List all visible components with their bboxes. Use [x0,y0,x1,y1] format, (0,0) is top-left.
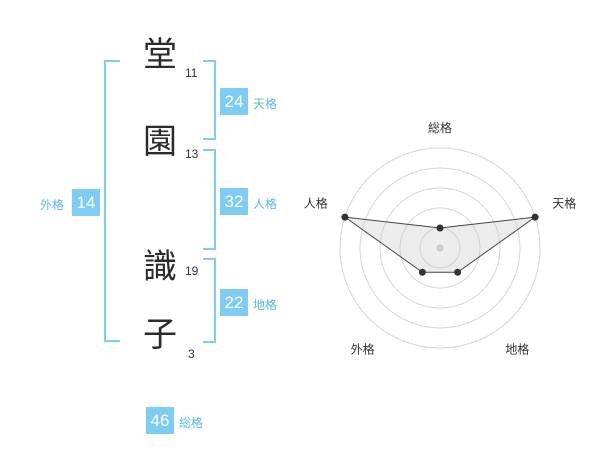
gaikaku-label: 外格 [40,198,65,212]
chikaku-bracket [203,258,216,343]
tenkaku-bracket [203,60,216,140]
name-char-2: 園 [143,122,177,162]
radar-center-dot [436,244,444,252]
tenkaku-badge: 24 [220,88,248,115]
gaikaku-bracket [104,60,120,342]
jinkaku-label: 人格 [253,197,278,211]
radar-axis-label: 地格 [505,341,529,356]
radar-axis-label: 人格 [304,196,328,211]
radar-grid-ring [399,207,481,289]
radar-grid-ring [379,187,501,309]
radar-point [531,213,539,221]
radar-grid-ring [359,167,521,329]
stroke-count-3: 19 [185,264,199,278]
soukaku-label: 総格 [179,416,204,430]
stroke-count-2: 13 [185,147,199,161]
radar-axis-label: 外格 [351,341,375,356]
radar-point [454,268,462,276]
name-char-1: 堂 [143,35,177,75]
stroke-count-4: 3 [188,347,195,361]
radar-point [418,268,426,276]
chikaku-label: 地格 [253,298,278,312]
radar-area [344,216,536,273]
tenkaku-label: 天格 [253,97,278,111]
soukaku-badge: 46 [146,407,174,434]
radar-point [436,224,444,232]
radar-axis-label: 総格 [428,120,452,135]
chikaku-badge: 22 [220,289,248,316]
stroke-count-1: 11 [185,66,198,80]
jinkaku-bracket [203,149,216,250]
radar-axis-label: 天格 [552,196,576,211]
gaikaku-badge: 14 [72,189,100,216]
name-char-4: 子 [143,315,177,355]
jinkaku-badge: 32 [220,188,248,215]
radar-point [341,213,349,221]
radar-grid-ring [339,147,541,349]
name-char-3: 識 [143,247,177,287]
